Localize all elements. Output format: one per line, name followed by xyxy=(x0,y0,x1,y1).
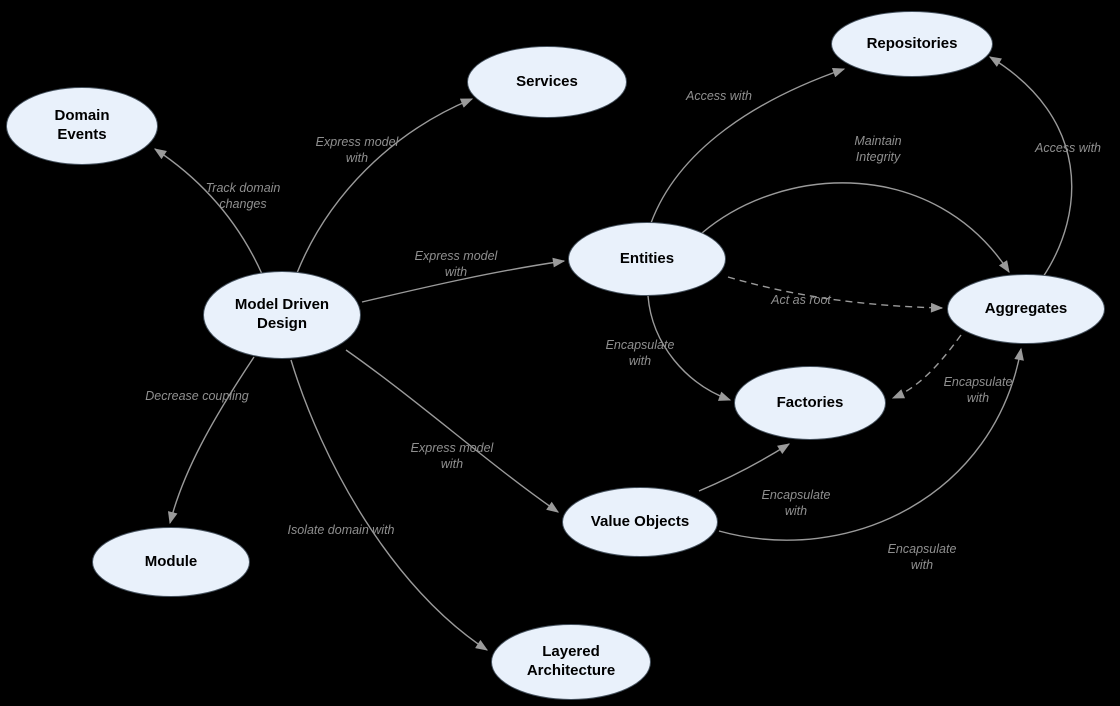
edge-isolate-domain xyxy=(290,359,489,651)
edge-label-express-model-value-objects: Express model with xyxy=(410,440,494,471)
edge-label-maintain-integrity: Maintain Integrity xyxy=(854,133,902,164)
edge-label-access-with-entities: Access with xyxy=(686,88,752,103)
edge-aggregates-repositories xyxy=(988,56,1073,278)
node-layered-architecture: Layered Architecture xyxy=(491,624,651,700)
node-services: Services xyxy=(467,46,627,118)
edge-express-model-services xyxy=(296,98,474,274)
edge-aggregates-factories xyxy=(891,334,962,399)
edge-label-act-as-root: Act as root xyxy=(771,292,831,307)
node-entities: Entities xyxy=(568,222,726,296)
node-model-driven-design: Model Driven Design xyxy=(203,271,361,359)
edge-express-model-entities xyxy=(361,257,566,303)
edge-label-encapsulate-aggregates-factories: Encapsulate with xyxy=(943,374,1013,405)
edge-label-express-model-entities: Express model with xyxy=(414,248,498,279)
node-module: Module xyxy=(92,527,250,597)
node-value-objects: Value Objects xyxy=(562,487,718,557)
edge-label-isolate-domain-with: Isolate domain with xyxy=(287,522,395,537)
edge-label-express-model-services: Express model with xyxy=(315,134,399,165)
edge-track-domain-changes xyxy=(153,148,263,275)
edge-label-encapsulate-vo-factories: Encapsulate with xyxy=(761,487,831,518)
edge-value-objects-factories xyxy=(698,443,791,492)
node-factories: Factories xyxy=(734,366,886,440)
edge-label-encapsulate-vo-aggregates: Encapsulate with xyxy=(887,541,957,572)
edge-label-encapsulate-entities-factories: Encapsulate with xyxy=(605,337,675,368)
edge-express-model-value-objects xyxy=(345,349,560,513)
edge-act-as-root xyxy=(727,276,944,313)
edge-label-decrease-coupling: Decrease coupling xyxy=(145,388,249,403)
edge-label-access-with-aggregates: Access with xyxy=(1035,140,1101,155)
edge-entities-repositories xyxy=(650,68,846,224)
edge-decrease-coupling xyxy=(167,356,255,525)
node-repositories: Repositories xyxy=(831,11,993,77)
node-domain-events: Domain Events xyxy=(6,87,158,165)
node-aggregates: Aggregates xyxy=(947,274,1105,344)
edge-maintain-integrity xyxy=(701,182,1010,274)
edge-value-objects-aggregates xyxy=(718,347,1024,541)
edge-label-track-domain-changes: Track domain changes xyxy=(205,180,281,211)
edge-entities-factories xyxy=(647,295,732,401)
